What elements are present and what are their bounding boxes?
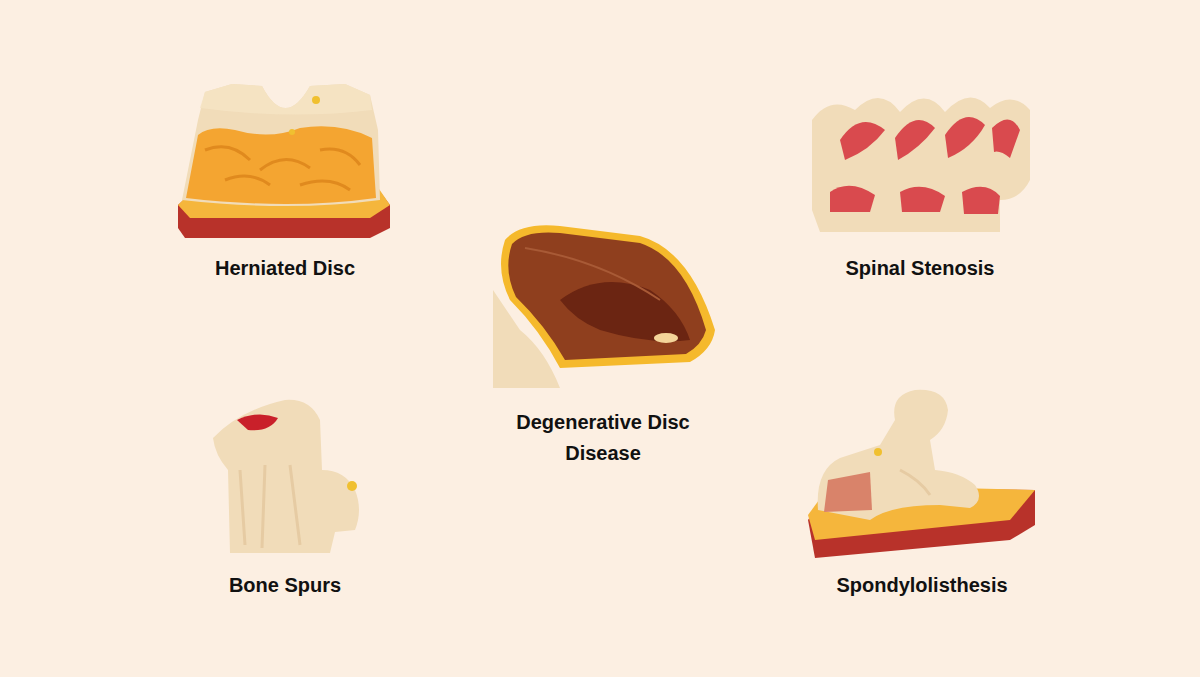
condition-label: Spinal Stenosis — [790, 256, 1050, 280]
condition-label: Herniated Disc — [155, 256, 415, 280]
spinal-stenosis-illustration — [812, 97, 1030, 232]
herniated-disc-illustration — [178, 84, 390, 238]
degenerative-disc-illustration — [493, 225, 715, 388]
condition-label: Spondylolisthesis — [792, 573, 1052, 597]
spondylolisthesis-illustration — [808, 390, 1035, 558]
condition-label: Degenerative Disc Disease — [493, 407, 713, 469]
bone-spurs-illustration — [213, 400, 359, 553]
condition-label: Bone Spurs — [155, 573, 415, 597]
